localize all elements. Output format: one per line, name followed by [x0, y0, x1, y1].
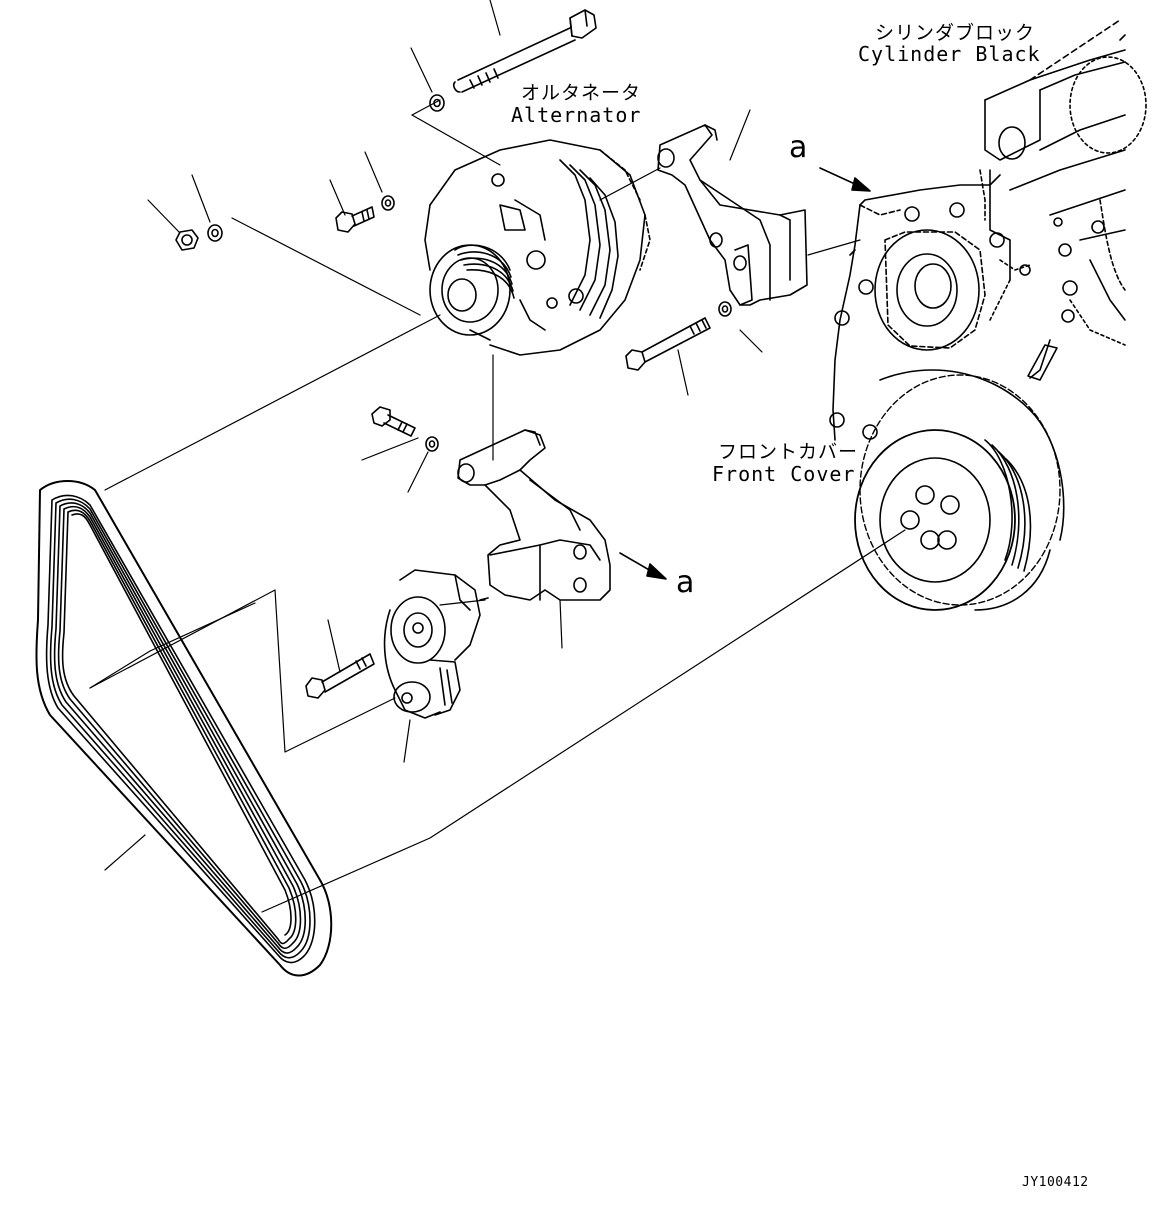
alternator-upper-bracket — [658, 125, 807, 305]
washer — [208, 95, 731, 451]
front-cover-label-jp: フロントカバー — [718, 441, 859, 463]
alternator-lower-bracket — [458, 430, 610, 600]
reference-arrows — [620, 168, 870, 579]
cylinder-block — [985, 20, 1146, 380]
reference-a-bottom: a — [676, 565, 696, 600]
nut — [176, 230, 198, 250]
alternator-label-en: Alternator — [511, 103, 642, 127]
cylinder-block-label-en: Cylinder Black — [858, 42, 1041, 66]
belt-tensioner — [385, 570, 488, 718]
front-cover — [830, 170, 1030, 440]
v-ribbed-belt — [36, 481, 331, 976]
crank-pulley — [855, 370, 1064, 610]
front-cover-label-en: Front Cover — [712, 462, 856, 486]
alternator — [425, 140, 650, 355]
leader-lines — [90, 0, 905, 912]
cylinder-block-label-jp: シリンダブロック — [875, 22, 1036, 44]
long-bolt — [454, 10, 596, 92]
alternator-label-jp: オルタネータ — [521, 82, 642, 104]
bolt — [306, 207, 710, 698]
reference-a-top: a — [789, 130, 809, 165]
drawing-code: JY100412 — [1022, 1175, 1089, 1190]
